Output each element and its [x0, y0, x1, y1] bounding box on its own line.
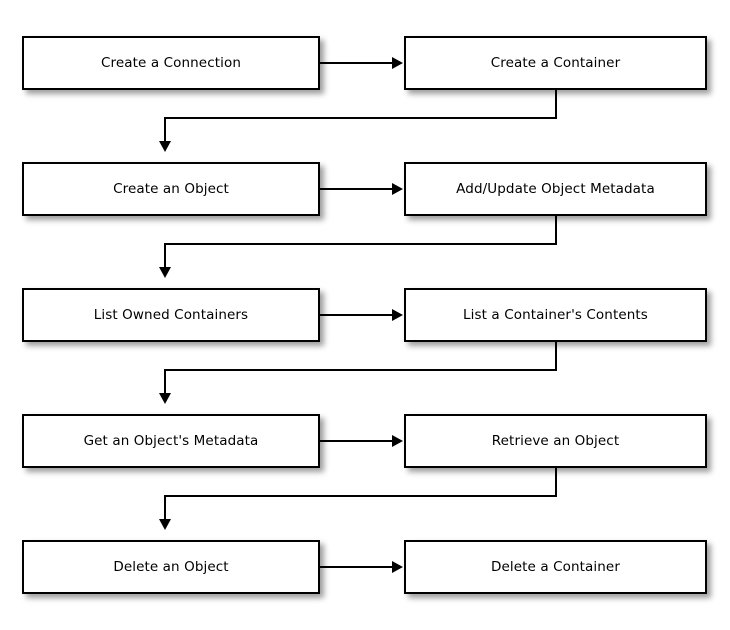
feedback-vertical-down-3	[555, 342, 557, 371]
node-label: List a Container's Contents	[463, 306, 648, 323]
node-create-a-container[interactable]: Create a Container	[404, 36, 707, 90]
arrow-head-right-row-2	[392, 183, 403, 195]
arrow-line-row-3	[320, 314, 393, 316]
arrow-head-down-4	[159, 519, 171, 530]
node-label: Get an Object's Metadata	[83, 432, 259, 449]
feedback-horizontal-2	[165, 243, 557, 245]
node-delete-a-container[interactable]: Delete a Container	[404, 540, 707, 594]
node-list-a-containers-contents[interactable]: List a Container's Contents	[404, 288, 707, 342]
feedback-horizontal-3	[165, 369, 557, 371]
arrow-head-down-1	[159, 141, 171, 152]
arrow-head-down-3	[159, 393, 171, 404]
node-add-update-object-metadata[interactable]: Add/Update Object Metadata	[404, 162, 707, 216]
node-label: Retrieve an Object	[491, 432, 620, 449]
node-label: Delete a Container	[491, 558, 620, 575]
arrow-line-row-2	[320, 188, 393, 190]
feedback-vertical-drop-3	[164, 369, 166, 395]
node-retrieve-an-object[interactable]: Retrieve an Object	[404, 414, 707, 468]
arrow-head-right-row-4	[392, 435, 403, 447]
node-label: List Owned Containers	[93, 306, 249, 323]
feedback-vertical-drop-1	[164, 117, 166, 143]
node-delete-an-object[interactable]: Delete an Object	[22, 540, 320, 594]
arrow-line-row-5	[320, 566, 393, 568]
feedback-vertical-down-1	[555, 90, 557, 119]
feedback-horizontal-4	[165, 495, 557, 497]
feedback-vertical-down-2	[555, 216, 557, 245]
node-create-an-object[interactable]: Create an Object	[22, 162, 320, 216]
node-label: Create a Connection	[101, 54, 241, 71]
node-label: Create an Object	[113, 180, 229, 197]
feedback-horizontal-1	[165, 117, 557, 119]
feedback-vertical-drop-2	[164, 243, 166, 269]
node-label: Create a Container	[490, 54, 621, 71]
feedback-vertical-down-4	[555, 468, 557, 497]
node-label: Delete an Object	[113, 558, 229, 575]
node-create-a-connection[interactable]: Create a Connection	[22, 36, 320, 90]
arrow-line-row-1	[320, 62, 393, 64]
node-label: Add/Update Object Metadata	[456, 180, 655, 197]
arrow-head-right-row-5	[392, 561, 403, 573]
node-list-owned-containers[interactable]: List Owned Containers	[22, 288, 320, 342]
arrow-head-right-row-3	[392, 309, 403, 321]
arrow-head-down-2	[159, 267, 171, 278]
node-get-an-objects-metadata[interactable]: Get an Object's Metadata	[22, 414, 320, 468]
feedback-vertical-drop-4	[164, 495, 166, 521]
arrow-line-row-4	[320, 440, 393, 442]
arrow-head-right-row-1	[392, 57, 403, 69]
